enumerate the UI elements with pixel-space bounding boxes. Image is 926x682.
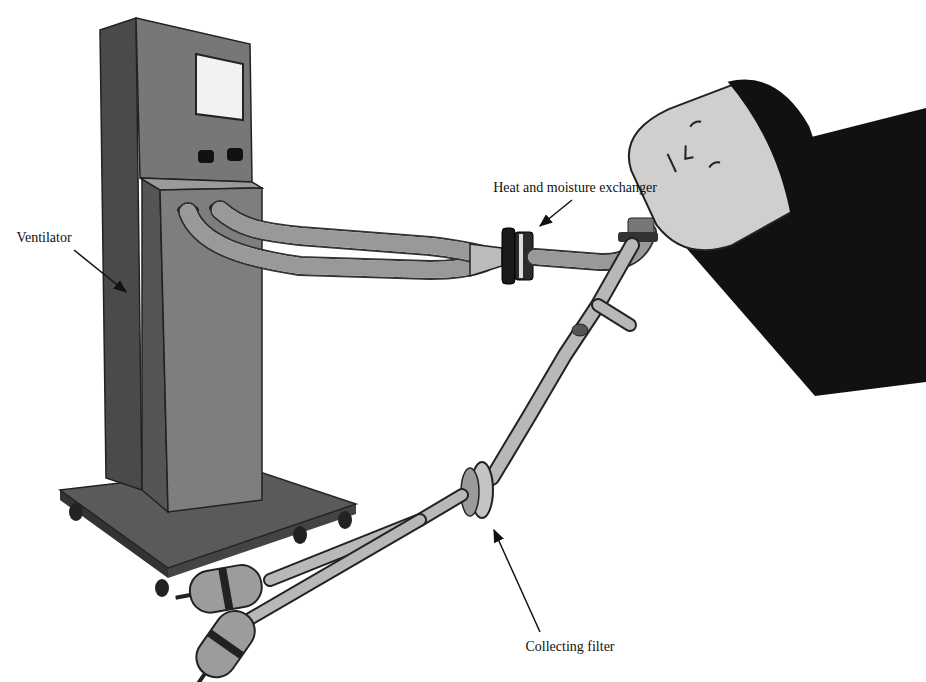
- bag-band: [207, 629, 244, 658]
- bag-nozzle: [176, 595, 191, 598]
- bag: [189, 603, 263, 682]
- tube-outline: [270, 495, 462, 580]
- valve: [572, 324, 588, 336]
- hair: [728, 58, 841, 217]
- button: [198, 150, 214, 163]
- hoses: [188, 210, 485, 270]
- wheel: [338, 511, 352, 529]
- hme-stripe: [519, 234, 523, 278]
- tube-outline: [248, 520, 420, 620]
- leader-arrow: [494, 530, 540, 632]
- bag: [187, 562, 265, 616]
- tube: [270, 495, 462, 580]
- eye: [689, 120, 701, 127]
- tube: [598, 305, 630, 325]
- collection-bag: [172, 562, 265, 618]
- screen: [196, 54, 243, 120]
- tower-front: [136, 18, 252, 182]
- leader-arrow: [74, 250, 126, 292]
- wheel: [155, 579, 169, 597]
- hose-outline: [220, 210, 485, 256]
- tower-side: [100, 18, 142, 490]
- hme-disc: [502, 228, 515, 284]
- bag-band: [218, 567, 233, 610]
- wheel: [293, 526, 307, 544]
- bag-nozzle: [196, 674, 205, 682]
- tube-outline: [598, 305, 630, 325]
- eye: [708, 161, 720, 168]
- callout-label: Heat and moisture exchanger: [470, 179, 680, 197]
- sampling-tube: [492, 245, 632, 478]
- tube-outline: [492, 245, 632, 478]
- patient-head: [614, 58, 841, 270]
- wheel: [69, 503, 83, 521]
- button: [227, 148, 243, 161]
- leader-arrow: [540, 200, 572, 226]
- mouth: [668, 154, 676, 172]
- nose: [680, 145, 693, 161]
- hose: [220, 210, 485, 256]
- y-piece: [470, 244, 502, 276]
- callout-label: Collecting filter: [490, 638, 650, 656]
- hose-ribs: [220, 210, 485, 256]
- collection-bag: [180, 603, 263, 682]
- callout-label: Ventilator: [0, 229, 94, 247]
- tube: [492, 245, 632, 478]
- bag-tubes: [248, 495, 462, 620]
- tube: [248, 520, 420, 620]
